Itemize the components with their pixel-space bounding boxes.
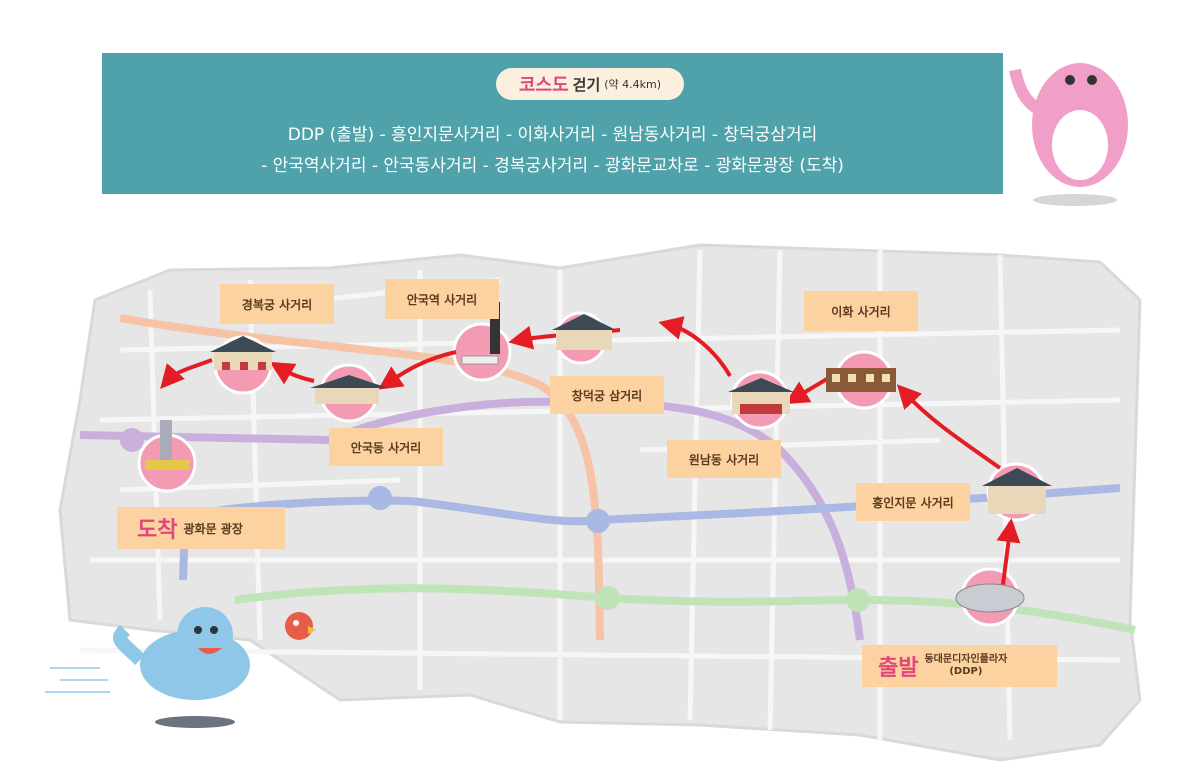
arrival-title: 도착: [137, 518, 178, 543]
monster-mascot-icon: [1009, 63, 1128, 206]
walk-label: 걷기: [572, 75, 601, 94]
station-dot: [846, 588, 870, 612]
station-dot: [596, 586, 620, 610]
route-line-1: DDP (출발) - 흥인지문사거리 - 이화사거리 - 원남동사거리 - 창덕…: [287, 125, 818, 145]
label-gyeongbokgung-intersection: 경복궁 사거리: [220, 284, 334, 324]
start-place-abbr: (DDP): [949, 666, 983, 677]
building-icon: [826, 368, 896, 392]
start-title: 출발: [878, 656, 919, 681]
label-anguk-station-intersection: 안국역 사거리: [385, 279, 499, 319]
label-angukdong-intersection: 안국동 사거리: [329, 428, 443, 466]
palace-gate-icon: [210, 336, 276, 370]
station-dot: [120, 428, 144, 452]
distance: (약 4.4km): [604, 78, 662, 91]
label-ihwa-intersection: 이화 사거리: [804, 291, 918, 331]
arrival-place: 광화문 광장: [183, 521, 243, 536]
course-title-pill: 코스도 걷기 (약 4.4km): [496, 68, 684, 100]
label-changdeokgung-junction: 창덕궁 삼거리: [550, 376, 664, 414]
course-title: 코스도: [518, 75, 569, 96]
label-start: 출발 동대문디자인플라자 (DDP): [862, 645, 1057, 687]
start-place-group: 동대문디자인플라자 (DDP): [924, 654, 1007, 678]
label-arrival: 도착 광화문 광장: [117, 507, 285, 549]
label-heunginjimun-intersection: 흥인지문 사거리: [856, 483, 970, 521]
palace-gate-icon: [982, 468, 1052, 514]
palace-gate-icon: [728, 378, 794, 414]
station-dot: [368, 486, 392, 510]
station-dot: [586, 509, 610, 533]
line-purple: [79, 397, 864, 641]
palace-gate-icon: [310, 375, 388, 404]
route-line-2: - 안국역사거리 - 안국동사거리 - 경복궁사거리 - 광화문교차로 - 광화…: [261, 156, 844, 176]
label-wonnamdong-intersection: 원남동 사거리: [667, 440, 781, 478]
start-place: 동대문디자인플라자: [924, 654, 1008, 665]
route-arrows: [160, 316, 1021, 609]
ddp-building-icon: [955, 583, 1025, 613]
palace-gate-icon: [552, 314, 616, 350]
bird-mascot-icon: [285, 612, 316, 640]
statue-icon: [145, 420, 190, 470]
dino-mascot-icon: [45, 607, 250, 728]
line-blue: [179, 484, 1121, 581]
